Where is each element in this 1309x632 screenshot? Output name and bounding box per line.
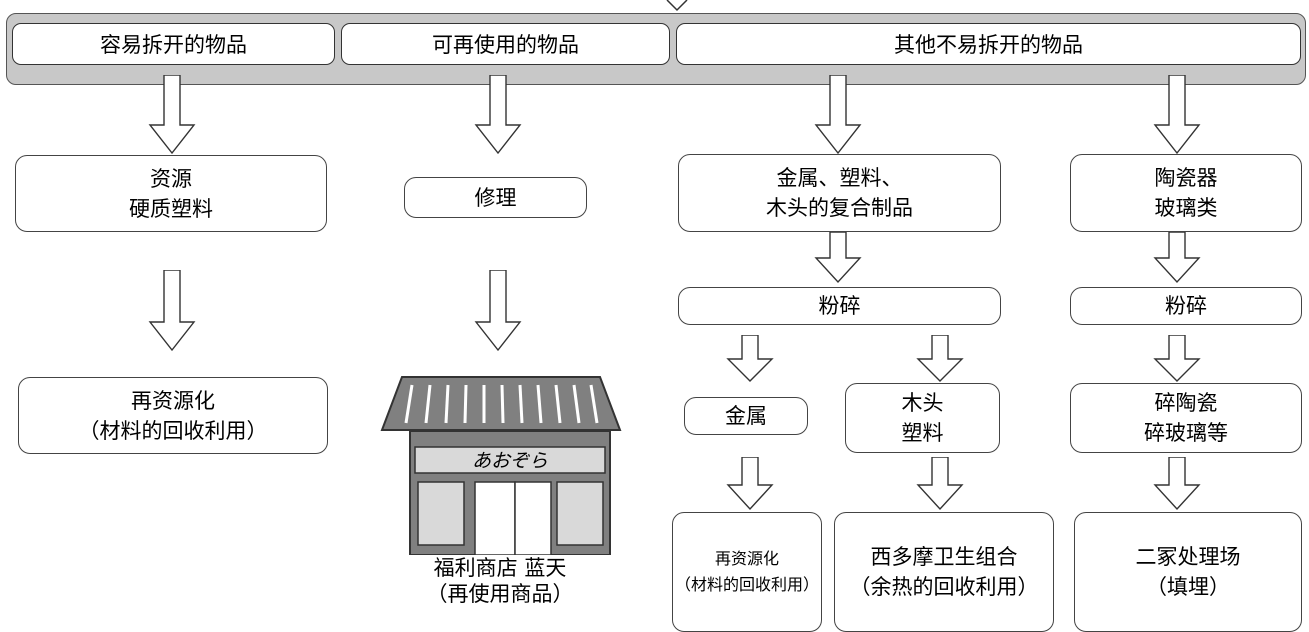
crush-label: 粉碎 <box>1165 294 1207 318</box>
metal-recycling-box: 再资源化 （材料的回收利用） <box>672 512 822 632</box>
crush-box-ceramics: 粉碎 <box>1070 287 1302 325</box>
broken-glass-label: 碎玻璃等 <box>1144 421 1228 445</box>
ceramics-glass-box: 陶瓷器玻璃类 <box>1070 154 1302 232</box>
glass-label: 玻璃类 <box>1154 196 1218 220</box>
crush-label: 粉碎 <box>818 294 861 318</box>
metal-label: 金属 <box>725 404 767 428</box>
top-arrow-icon <box>666 0 688 12</box>
recycling-flow-diagram: 容易拆开的物品 可再使用的物品 其他不易拆开的物品 资源硬质塑料 再资源化 （材料… <box>6 0 1306 632</box>
down-arrow-icon <box>474 75 522 155</box>
recycling-label: 再资源化 <box>131 388 215 413</box>
down-arrow-icon <box>1153 232 1201 284</box>
heat-recovery-note: （余热的回收利用） <box>849 575 1039 599</box>
down-arrow-icon <box>916 335 964 382</box>
down-arrow-icon <box>1153 335 1201 382</box>
recycling-note: （材料的回收利用） <box>78 418 268 443</box>
down-arrow-icon <box>148 75 196 155</box>
landfill-box: 二冢处理场 （填埋） <box>1074 512 1302 632</box>
down-arrow-icon <box>814 232 862 284</box>
wood-plastic-box: 木头塑料 <box>845 383 1000 453</box>
broken-ceramics-box: 碎陶瓷碎玻璃等 <box>1070 383 1302 453</box>
down-arrow-icon <box>148 270 196 352</box>
resource-plastic-box: 资源硬质塑料 <box>15 155 327 232</box>
shop-illustration: あおぞら <box>380 376 622 555</box>
recycling-box: 再资源化 （材料的回收利用） <box>18 377 328 454</box>
repair-label: 修理 <box>474 185 517 210</box>
ceramics-label: 陶瓷器 <box>1154 166 1218 190</box>
composite-products-box: 金属、塑料、木头的复合制品 <box>678 154 1001 232</box>
shop-caption: 福利商店 蓝天 （再使用商品） <box>400 555 600 607</box>
wood-label: 木头 <box>901 391 944 415</box>
category-reusable: 可再使用的物品 <box>341 23 670 65</box>
composite-label-line1: 金属、塑料、 <box>776 166 903 190</box>
shop-note: （再使用商品） <box>426 582 574 606</box>
heat-recovery-label: 西多摩卫生组合 <box>870 545 1018 569</box>
category-easy-to-disassemble: 容易拆开的物品 <box>12 23 335 65</box>
shop-name: 福利商店 蓝天 <box>433 556 567 580</box>
down-arrow-icon <box>1153 457 1201 511</box>
composite-label-line2: 木头的复合制品 <box>766 196 913 220</box>
down-arrow-icon <box>474 270 522 352</box>
shop-sign-text: あおぞら <box>472 450 548 472</box>
down-arrow-icon <box>726 335 774 382</box>
metal-recycling-label: 再资源化 <box>714 549 779 568</box>
hard-plastic-label: 硬质塑料 <box>129 196 213 221</box>
metal-box: 金属 <box>684 397 808 435</box>
broken-ceramics-label: 碎陶瓷 <box>1154 391 1218 415</box>
down-arrow-icon <box>814 75 862 155</box>
landfill-label: 二冢处理场 <box>1135 545 1241 569</box>
category-hard-to-disassemble: 其他不易拆开的物品 <box>676 23 1301 65</box>
metal-recycling-note: （材料的回收利用） <box>674 575 819 594</box>
down-arrow-icon <box>916 457 964 511</box>
landfill-note: （填埋） <box>1146 575 1230 599</box>
crush-box-composite: 粉碎 <box>678 287 1001 325</box>
resource-label: 资源 <box>150 166 192 191</box>
repair-box: 修理 <box>404 177 587 218</box>
down-arrow-icon <box>726 457 774 511</box>
down-arrow-icon <box>1153 75 1201 155</box>
heat-recovery-box: 西多摩卫生组合 （余热的回收利用） <box>834 512 1054 632</box>
plastic-label: 塑料 <box>901 421 944 445</box>
